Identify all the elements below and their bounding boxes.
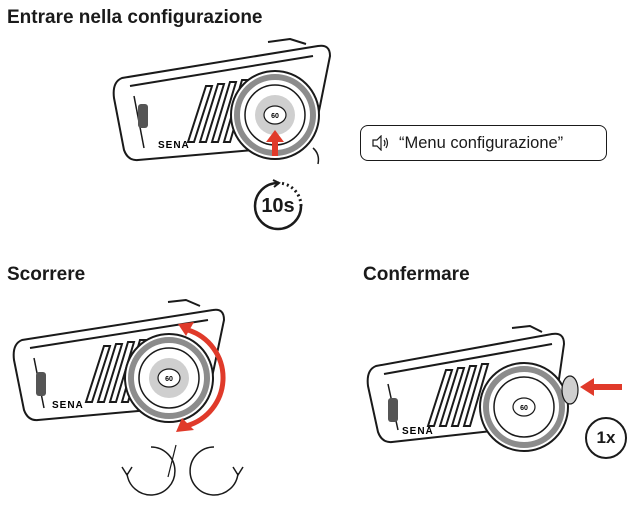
press-side-arrow: [580, 378, 622, 396]
section-title-scroll: Scorrere: [7, 264, 86, 285]
voice-prompt-text: “Menu configurazione”: [399, 133, 564, 152]
dial-model-label: 60: [520, 405, 528, 412]
hold-timer: 10s: [249, 178, 307, 234]
device-confirm: SENA 60: [366, 325, 579, 452]
rotate-arrow: [185, 327, 226, 429]
clockwise-icon: [189, 446, 244, 496]
section-title-enter: Entrare nella configurazione: [7, 7, 263, 28]
counterclockwise-icon: [121, 446, 176, 496]
dial-model-label: 60: [271, 113, 279, 120]
press-count-label: 1x: [596, 428, 616, 447]
timer-icon: [253, 179, 303, 231]
side-button: [561, 375, 579, 405]
dial-model-label: 60: [165, 376, 173, 383]
brand-logo: SENA: [158, 140, 190, 151]
divider-slash: [167, 444, 177, 478]
device-scroll: SENA 60: [12, 299, 226, 432]
speaker-icon: [372, 135, 389, 151]
rotation-direction-icons: [121, 444, 244, 496]
press-arrow: [266, 130, 284, 156]
brand-logo: SENA: [52, 400, 84, 411]
press-count-badge: 1x: [585, 417, 627, 459]
section-title-confirm: Confermare: [363, 264, 470, 285]
device-enter: SENA 60: [112, 38, 331, 165]
voice-prompt-box: “Menu configurazione”: [360, 125, 607, 161]
brand-logo: SENA: [402, 426, 434, 437]
timer-label: 10s: [261, 195, 295, 217]
